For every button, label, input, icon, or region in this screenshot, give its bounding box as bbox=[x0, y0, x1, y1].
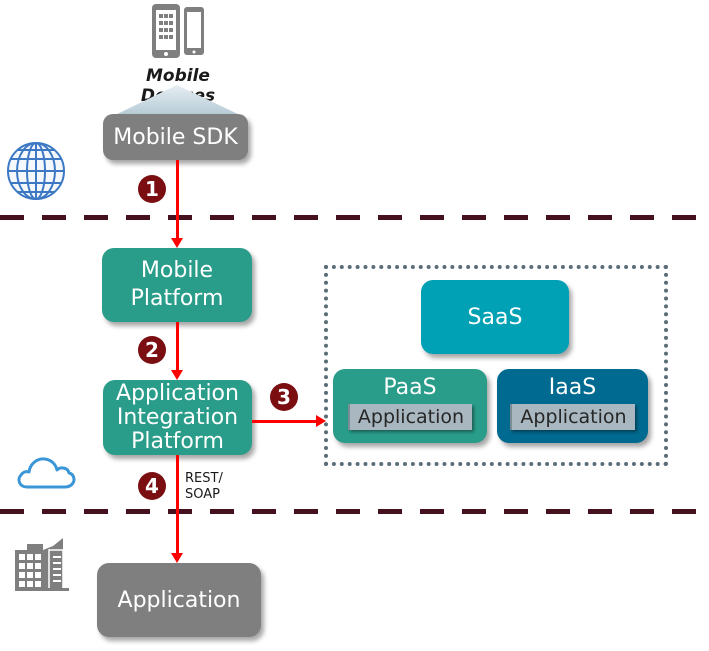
iaas-label: IaaS bbox=[548, 375, 597, 400]
aip-line-1: Application bbox=[116, 380, 239, 406]
boundary-line-internet bbox=[0, 215, 709, 220]
globe-icon bbox=[7, 142, 65, 200]
mobile-platform-line-2: Platform bbox=[130, 286, 224, 311]
rest-soap-label: REST/ SOAP bbox=[185, 471, 223, 503]
fan-shape bbox=[115, 85, 240, 115]
arrow-2-line bbox=[176, 322, 179, 372]
paas-label: PaaS bbox=[383, 375, 437, 400]
arrow-1-head bbox=[171, 238, 183, 248]
soap-label: SOAP bbox=[185, 487, 220, 502]
mobile-platform-box[interactable]: Mobile Platform bbox=[102, 248, 252, 322]
iaas-box[interactable]: IaaS Application bbox=[497, 369, 648, 443]
arrow-3-head bbox=[316, 415, 326, 427]
step-1-badge: 1 bbox=[138, 175, 166, 203]
arrow-4-head bbox=[171, 553, 183, 563]
paas-box[interactable]: PaaS Application bbox=[333, 369, 487, 443]
building-icon bbox=[15, 538, 69, 591]
application-integration-platform-box[interactable]: Application Integration Platform bbox=[103, 380, 252, 455]
mobile-devices-icon bbox=[152, 4, 204, 58]
cloud-services-container bbox=[324, 265, 668, 466]
aip-line-3: Platform bbox=[131, 428, 224, 454]
step-3-badge: 3 bbox=[270, 383, 298, 411]
cloud-icon bbox=[17, 457, 76, 489]
boundary-line-onprem bbox=[0, 509, 709, 514]
step-4-badge: 4 bbox=[138, 472, 166, 500]
saas-label: SaaS bbox=[467, 304, 523, 330]
mobile-sdk-box[interactable]: Mobile SDK bbox=[103, 114, 248, 160]
application-label: Application bbox=[117, 587, 241, 613]
arrow-1-line bbox=[176, 160, 179, 240]
rest-label: REST/ bbox=[185, 471, 223, 486]
application-box[interactable]: Application bbox=[97, 563, 261, 637]
arrow-4-line bbox=[176, 455, 179, 555]
paas-application-box: Application bbox=[347, 404, 473, 430]
step-2-badge: 2 bbox=[138, 336, 166, 364]
aip-line-2: Integration bbox=[116, 404, 239, 430]
arrow-3-line bbox=[252, 420, 318, 423]
mobile-platform-line-1: Mobile bbox=[140, 258, 214, 283]
iaas-application-box: Application bbox=[510, 404, 635, 430]
saas-box[interactable]: SaaS bbox=[421, 280, 569, 354]
arrow-2-head bbox=[171, 370, 183, 380]
mobile-sdk-label: Mobile SDK bbox=[113, 124, 238, 150]
